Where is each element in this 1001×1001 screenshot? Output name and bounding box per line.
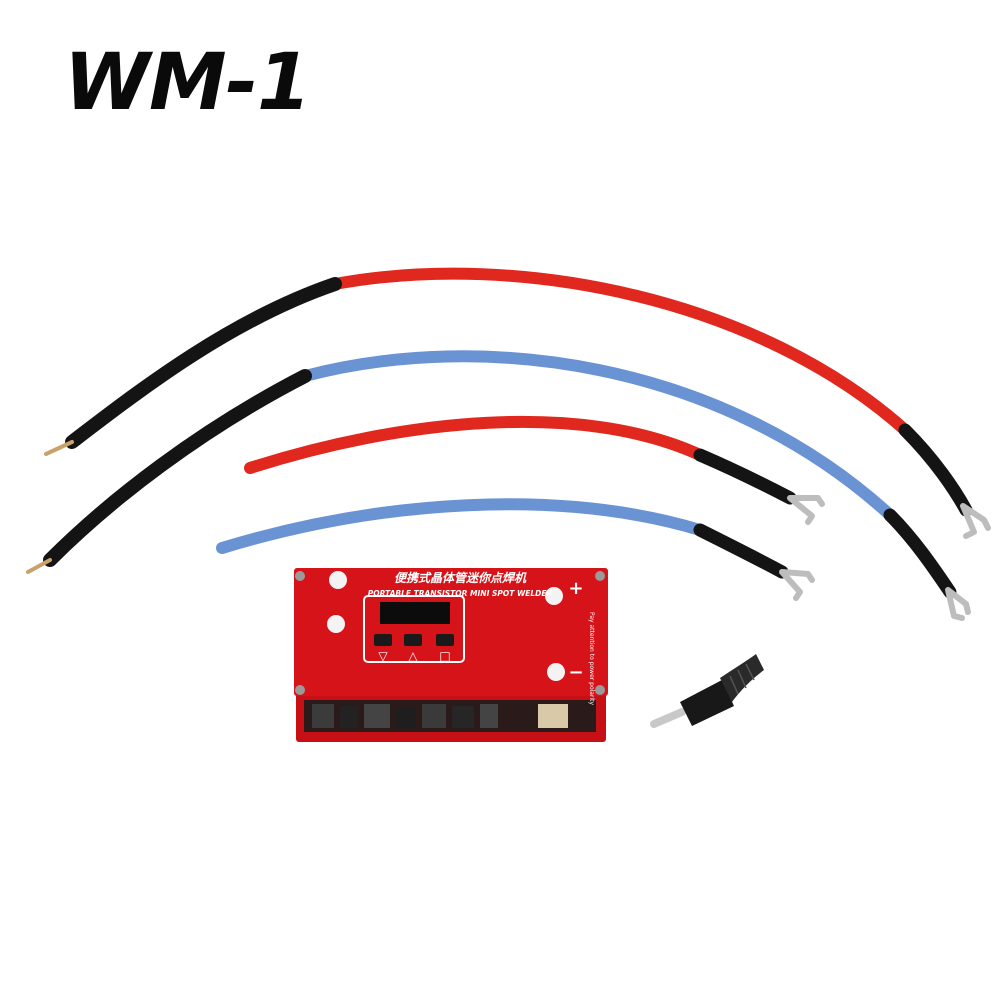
long-blue-wire-pin-tip [26,558,52,574]
up-button[interactable] [404,634,422,646]
dc-plug-grip-ridges [729,663,755,695]
long-blue-wire-cable [299,350,896,521]
long-blue-wire-sleeve-left [43,369,312,567]
long-red-wire-fork-terminal [960,503,991,539]
long-blue-wire-fork-terminal [945,587,971,621]
mounting-screw-top-right [595,571,605,581]
spot-welder-board: 便携式晶体管迷你点焊机 PORTABLE TRANSISTOR MINI SPO… [294,568,608,742]
long-red-wire-sleeve-left [65,277,342,449]
model-label: WM-1 [64,38,311,128]
short-red-wire-fork-terminal [787,495,825,525]
terminal-hole-left [327,615,345,633]
dc-plug-tip [650,708,686,728]
short-blue-wire-sleeve [693,523,789,579]
polarity-note: Pay attention to power polarity [588,612,595,705]
short-red-wire [244,415,825,525]
board-chinese-title: 便携式晶体管迷你点焊机 [394,571,527,585]
dc-plug-body [680,680,734,726]
long-red-wire-cable [329,267,911,436]
short-red-wire-sleeve [693,448,797,505]
long-red-wire-sleeve-right [898,423,973,517]
seven-segment-display [380,602,450,624]
down-button-symbol: ▽ [378,649,388,663]
display-frame [363,595,465,663]
long-blue-wire-sleeve-right [883,508,957,599]
board-components [312,704,568,728]
mounting-screw-bottom-left [295,685,305,695]
terminal-hole-minus [547,663,565,681]
board-english-title: PORTABLE TRANSISTOR MINI SPOT WELDER [368,589,553,598]
up-button-symbol: △ [408,649,418,663]
mounting-screw-top-left [295,571,305,581]
terminal-hole-top-left [329,571,347,589]
minus-mark: − [568,662,583,683]
long-blue-wire [26,350,971,621]
terminal-hole-plus [545,587,563,605]
set-button-symbol: □ [439,649,450,663]
short-red-wire-cable [244,415,706,474]
down-button[interactable] [374,634,392,646]
long-red-wire [44,267,991,539]
short-blue-wire-cable [216,498,706,554]
mounting-screw-bottom-right [595,685,605,695]
board-top-plate [294,568,608,696]
plus-mark: + [568,578,583,599]
long-red-wire-pin-tip [44,440,74,456]
short-blue-wire-fork-terminal [779,569,815,601]
dc-barrel-plug [650,654,764,728]
short-blue-wire [216,498,815,601]
set-button[interactable] [436,634,454,646]
